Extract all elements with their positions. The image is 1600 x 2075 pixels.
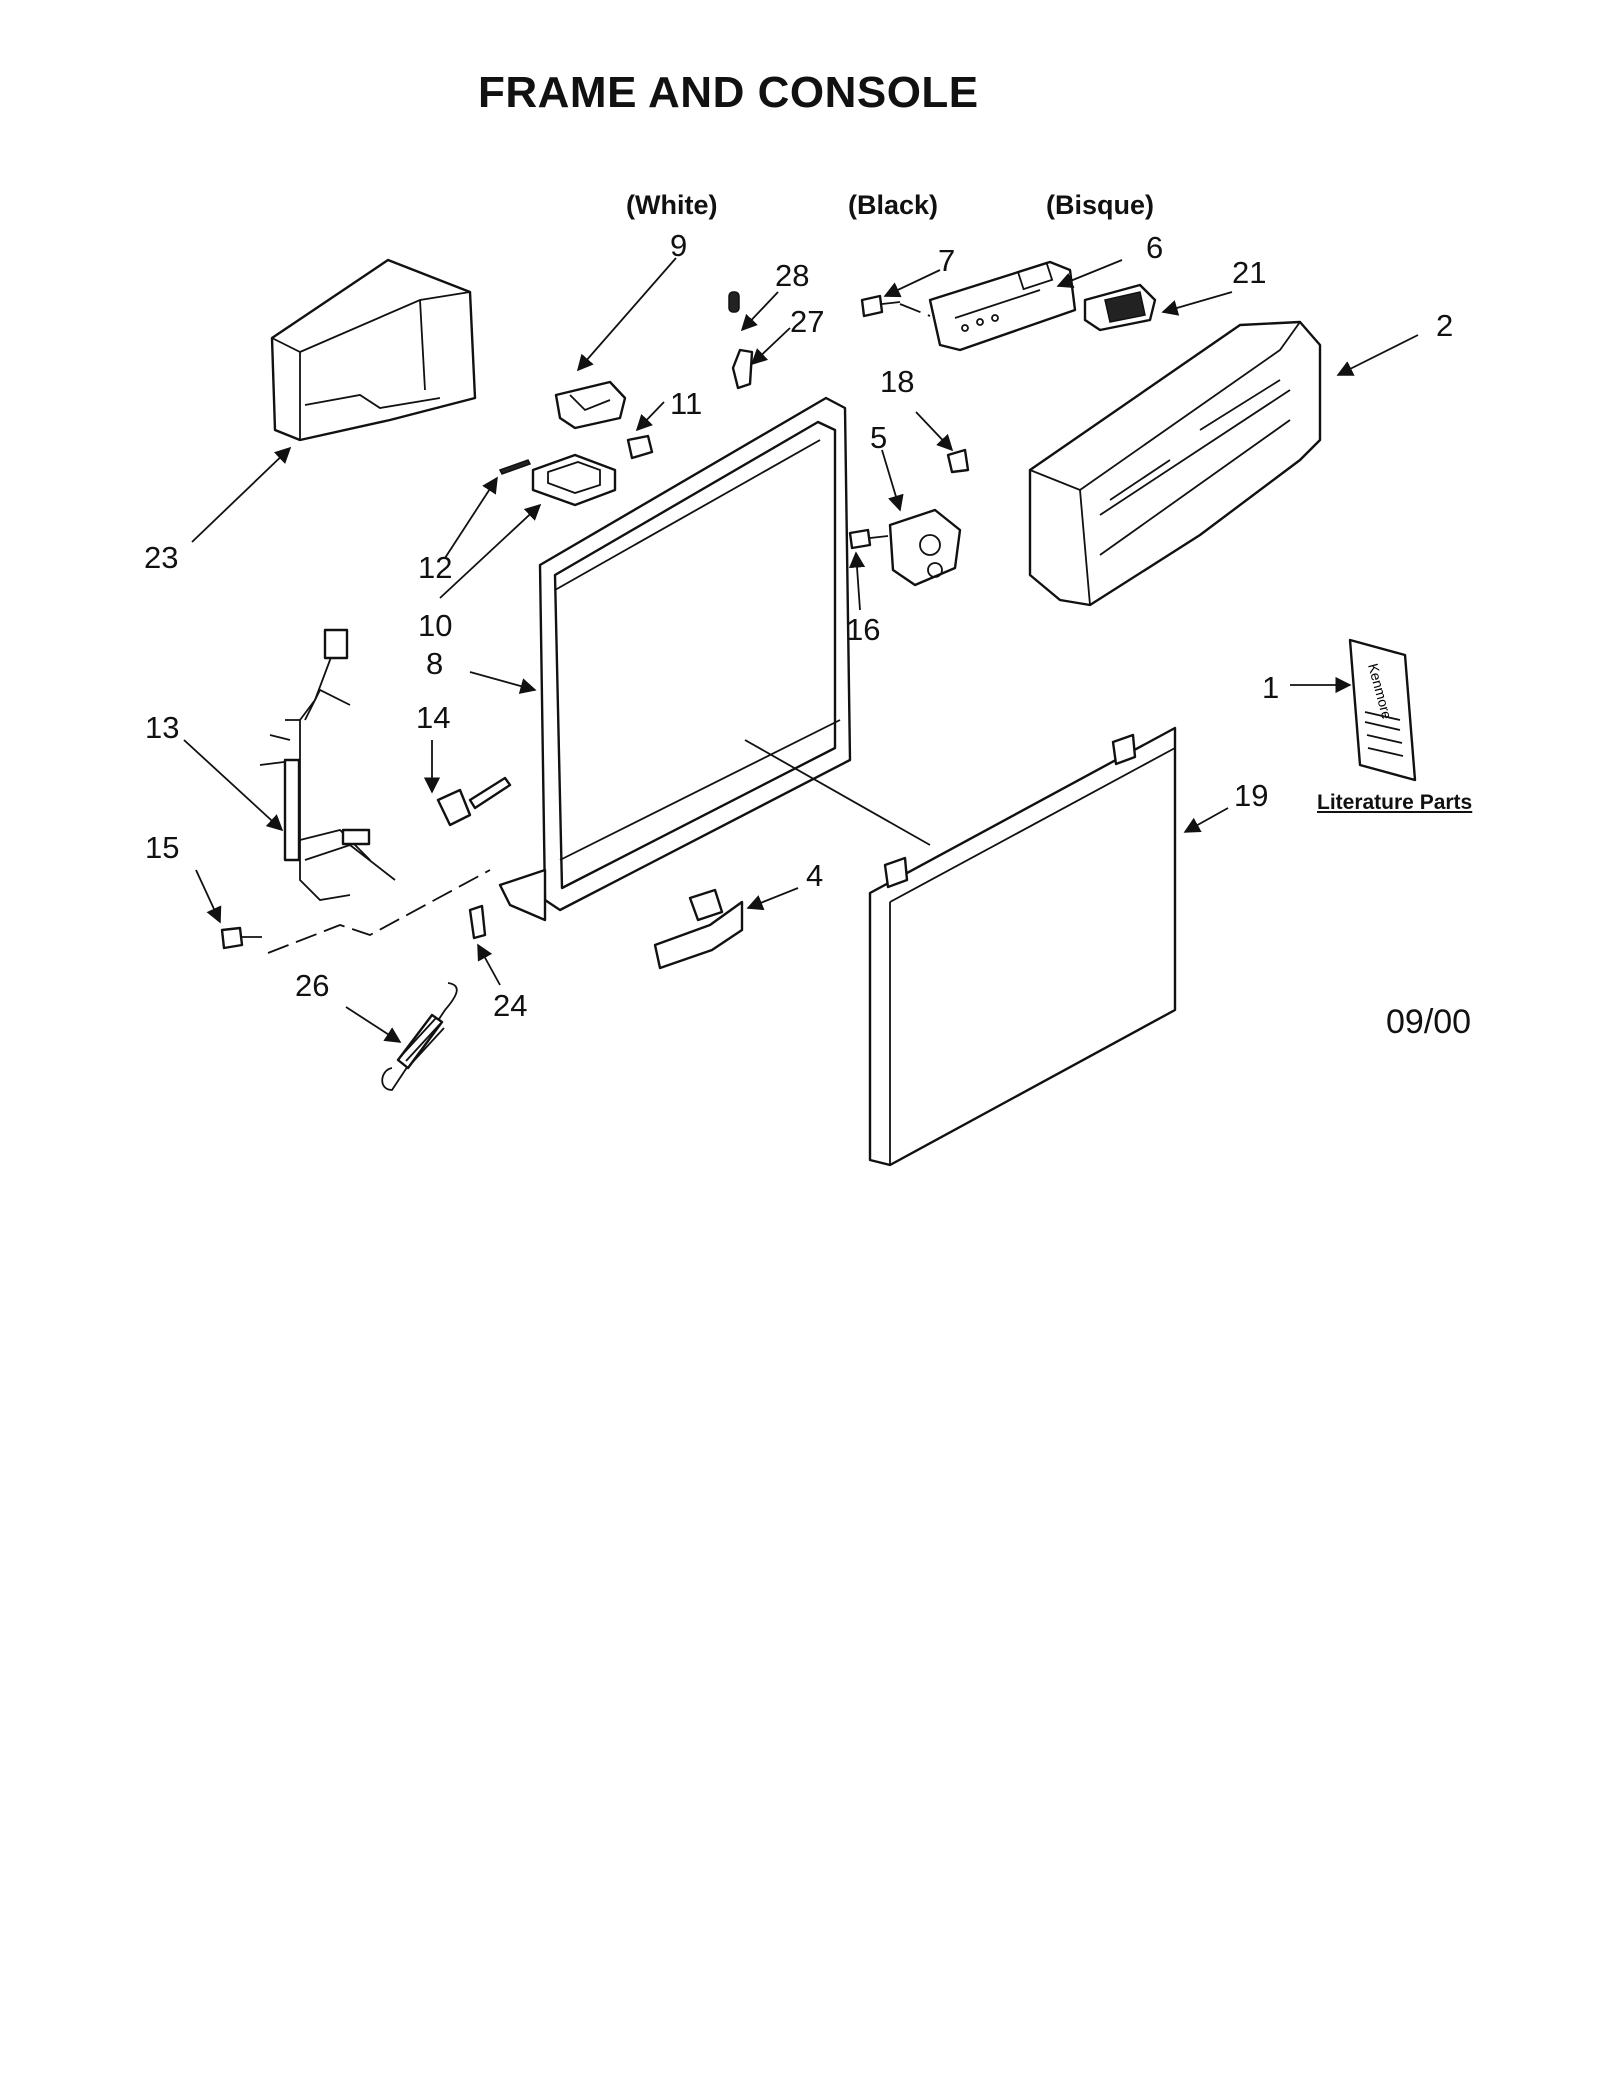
callout-13: 13 — [145, 710, 180, 745]
part-4-bracket — [653, 888, 744, 970]
callout-24: 24 — [493, 988, 528, 1023]
callout-16: 16 — [846, 612, 881, 647]
part-23-shield — [270, 258, 477, 442]
part-15-screw — [220, 869, 491, 954]
callout-5: 5 — [870, 420, 888, 455]
leader-16 — [848, 551, 866, 611]
leader-23 — [191, 446, 292, 543]
variant-label-bisque: (Bisque) — [1046, 190, 1154, 220]
leader-2 — [1336, 334, 1419, 376]
callout-12: 12 — [418, 550, 453, 585]
callout-19: 19 — [1234, 778, 1269, 813]
date-code: 09/00 — [1386, 1003, 1472, 1041]
leader-28 — [740, 291, 779, 332]
callout-8: 8 — [426, 646, 444, 681]
part-24-clip — [468, 904, 487, 940]
leader-10 — [439, 503, 542, 599]
variant-label-white: (White) — [626, 190, 718, 220]
part-7-screw — [860, 294, 931, 318]
part-1-literature-booklet: Kenmore — [1348, 638, 1417, 782]
part-12-pin — [498, 459, 532, 475]
leader-4 — [746, 887, 799, 911]
leader-21 — [1161, 291, 1233, 316]
callout-27: 27 — [790, 304, 825, 339]
leader-13 — [183, 739, 284, 832]
callout-11: 11 — [670, 386, 703, 421]
leader-15 — [195, 869, 222, 924]
callout-9: 9 — [670, 228, 688, 263]
leader-6 — [1056, 259, 1123, 289]
part-14-switch — [436, 776, 512, 827]
part-16-screw — [848, 528, 889, 550]
callout-7: 7 — [938, 243, 956, 278]
callout-15: 15 — [145, 830, 180, 865]
part-8-frame — [498, 396, 931, 922]
part-2-console — [1028, 320, 1322, 607]
part-28-spring — [728, 291, 740, 313]
part-27-clip — [731, 348, 754, 390]
callout-21: 21 — [1232, 255, 1267, 290]
callout-23: 23 — [144, 540, 179, 575]
callout-14: 14 — [416, 700, 451, 735]
leader-12 — [444, 476, 498, 559]
part-18-clip — [946, 448, 970, 474]
callout-4: 4 — [806, 858, 824, 893]
leader-5 — [881, 449, 904, 512]
part-9-latch-assembly — [554, 380, 627, 430]
leader-27 — [750, 327, 791, 366]
part-10-latch-housing — [531, 453, 617, 507]
leader-19 — [1183, 807, 1229, 833]
variant-label-black: (Black) — [848, 190, 939, 220]
leader-26 — [345, 1006, 402, 1043]
diagram-title: FRAME AND CONSOLE — [478, 68, 979, 117]
leader-7 — [883, 269, 941, 298]
part-11-switch — [626, 434, 654, 460]
callout-26: 26 — [295, 968, 330, 1003]
leader-lines — [183, 257, 1419, 1043]
leader-11 — [635, 401, 665, 432]
leader-9 — [576, 257, 677, 372]
callout-2: 2 — [1436, 308, 1454, 343]
callout-1: 1 — [1262, 670, 1280, 705]
part-5-switch-assembly — [888, 508, 962, 587]
callout-28: 28 — [775, 258, 810, 293]
callout-10: 10 — [418, 608, 453, 643]
part-26-spring — [381, 982, 458, 1091]
part-6-control-panel — [928, 260, 1077, 352]
part-21-switch — [1083, 283, 1157, 332]
leader-18 — [915, 411, 954, 452]
literature-parts-caption: Literature Parts — [1317, 791, 1473, 814]
callout-6: 6 — [1146, 230, 1164, 265]
part-19-panel — [868, 726, 1177, 1167]
leader-24 — [477, 943, 501, 986]
leader-8 — [469, 671, 537, 694]
part-13-wire-harness — [259, 628, 396, 901]
callout-18: 18 — [880, 364, 915, 399]
